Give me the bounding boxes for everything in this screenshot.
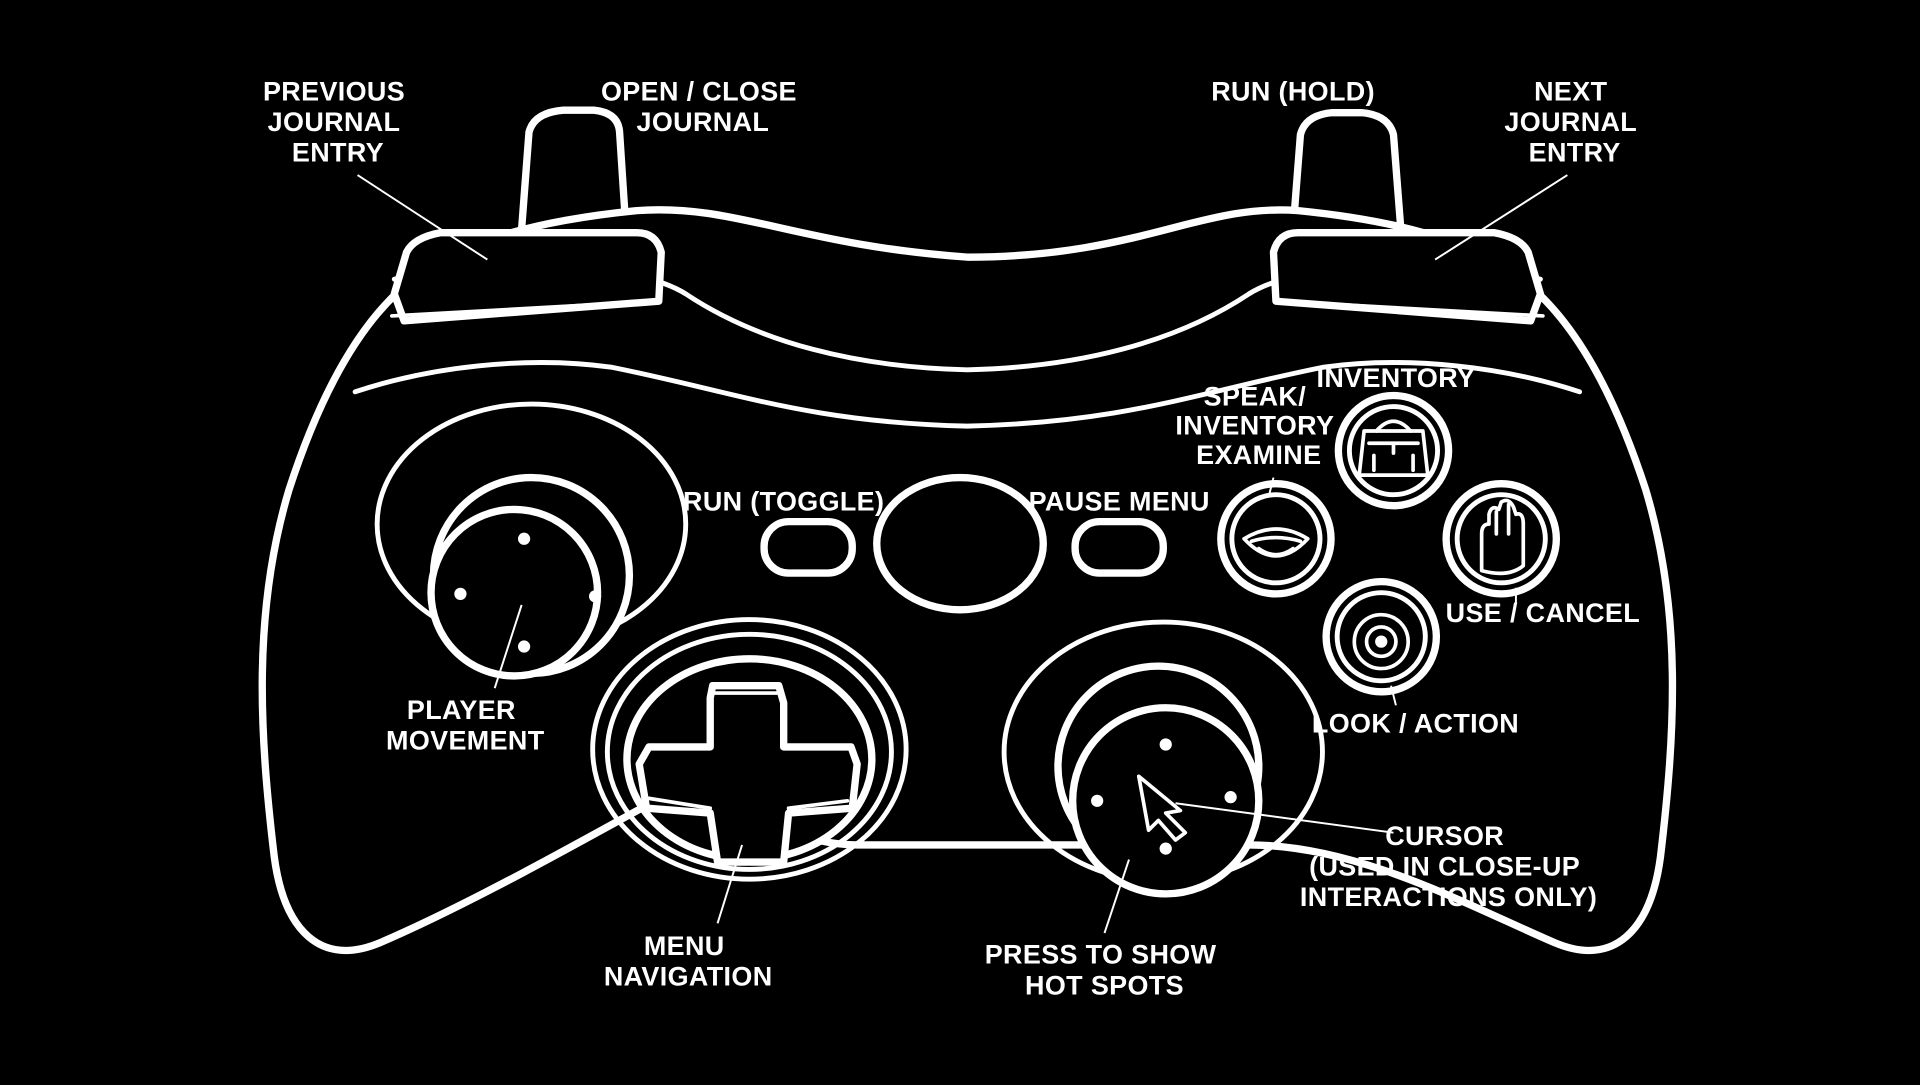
leader-lines — [357, 174, 1568, 934]
y-button — [1334, 391, 1453, 510]
label-inventory: INVENTORY — [1316, 363, 1475, 393]
dpad — [590, 617, 909, 882]
label-run-hold: RUN (HOLD) — [1211, 76, 1375, 106]
guide-button — [873, 473, 1047, 614]
arrow-cursor-icon — [1136, 774, 1188, 842]
label-run-toggle: RUN (TOGGLE) — [683, 487, 884, 517]
label-menu-navigation: MENU NAVIGATION — [604, 931, 773, 992]
label-look-action: LOOK / ACTION — [1312, 708, 1519, 738]
back-button — [760, 517, 856, 577]
eye-icon — [1352, 612, 1411, 671]
label-previous-journal-entry: PREVIOUS JOURNAL ENTRY — [263, 76, 413, 167]
label-press-to-show-hot-spots: PRESS TO SHOW HOT SPOTS — [985, 940, 1225, 1001]
mouth-icon — [1242, 527, 1310, 558]
right-bumper — [1269, 228, 1545, 325]
b-button — [1442, 480, 1561, 598]
label-cursor: CURSOR (USED IN CLOSE-UP INTERACTIONS ON… — [1300, 821, 1597, 912]
hand-icon — [1479, 498, 1526, 576]
label-player-movement: PLAYER MOVEMENT — [386, 695, 545, 756]
x-button — [1217, 480, 1335, 598]
start-button — [1071, 517, 1167, 577]
right-stick — [1001, 619, 1325, 898]
label-pause-menu: PAUSE MENU — [1029, 487, 1210, 517]
left-bumper — [390, 228, 665, 325]
labels: PREVIOUS JOURNAL ENTRY OPEN / CLOSE JOUR… — [263, 76, 1645, 1001]
left-stick — [374, 401, 689, 680]
bag-icon — [1357, 419, 1430, 477]
label-speak-inventory-examine: SPEAK/ INVENTORY EXAMINE — [1175, 381, 1342, 470]
a-button — [1322, 577, 1441, 696]
label-open-close-journal: OPEN / CLOSE JOURNAL — [601, 76, 805, 137]
label-use-cancel: USE / CANCEL — [1446, 598, 1640, 628]
label-next-journal-entry: NEXT JOURNAL ENTRY — [1504, 76, 1645, 167]
